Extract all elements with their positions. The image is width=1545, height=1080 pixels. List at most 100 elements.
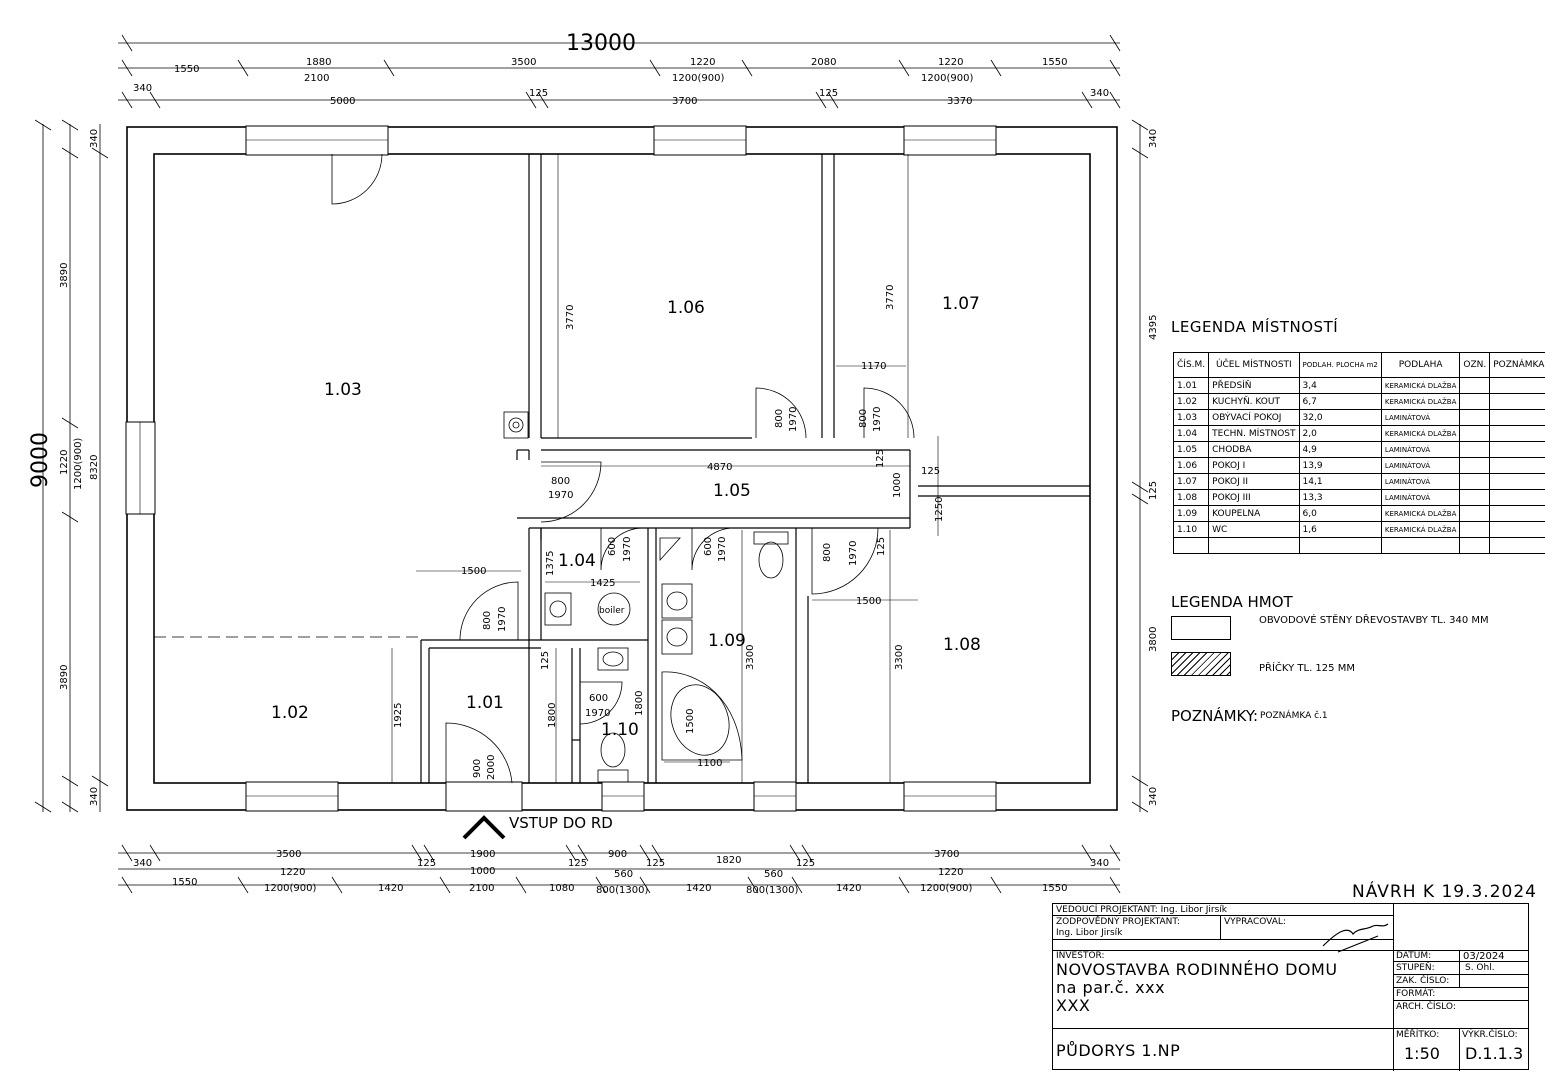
dim-bot-1820: 1820 <box>716 855 741 866</box>
interior-walls <box>420 154 1090 783</box>
dim-inner-1500b: 1500 <box>856 596 881 607</box>
dim-inner-1100: 1100 <box>697 758 722 769</box>
dim-inner-600a: 600 <box>607 537 618 556</box>
dim-top-1220b: 1220 <box>938 57 963 68</box>
table-cell <box>1459 377 1491 394</box>
table-cell <box>1459 489 1491 506</box>
dim-top-1220a: 1220 <box>690 57 715 68</box>
dim-inner-900: 900 <box>472 759 483 778</box>
dim-inner-1970b: 1970 <box>872 407 883 432</box>
table-cell <box>1489 377 1545 394</box>
table-cell <box>1489 457 1545 474</box>
table-cell: 3,4 <box>1298 377 1382 394</box>
dim-inner-800a: 800 <box>774 409 785 428</box>
dim-left-340b: 340 <box>89 787 100 806</box>
scale-label: MĚŘÍTKO: <box>1396 1030 1440 1040</box>
room-label-1-01: 1.01 <box>466 693 504 713</box>
table-cell <box>1489 425 1545 442</box>
table-cell: 2,0 <box>1298 425 1382 442</box>
table-cell: 1,6 <box>1298 521 1382 538</box>
floor-plan: 13000 9000 1550 1880 3500 1220 2080 1220… <box>28 31 1159 896</box>
table-cell: 6,7 <box>1298 393 1382 410</box>
drawn-by-label: VYPRACOVAL: <box>1224 917 1286 927</box>
project-line-2: na par.č. xxx <box>1056 978 1166 997</box>
drawing-number: D.1.1.3 <box>1465 1044 1524 1063</box>
dim-top-1880: 1880 <box>306 57 331 68</box>
dim-inner-1250: 1250 <box>934 497 945 522</box>
project-line-3: XXX <box>1056 996 1091 1015</box>
dim-bot-3700: 3700 <box>934 849 959 860</box>
notes-text: POZNÁMKA č.1 <box>1260 711 1328 721</box>
room-label-1-05: 1.05 <box>713 481 751 501</box>
table-cell: LAMINÁTOVÁ <box>1380 409 1461 426</box>
archive-label: ARCH. ČÍSLO: <box>1396 1002 1456 1012</box>
notes-title: POZNÁMKY: <box>1171 707 1259 725</box>
boiler-symbol <box>597 592 631 626</box>
room-legend-table: ČÍS.M. ÚČEL MÍSTNOSTI PODLAH. PLOCHA m2 … <box>1172 352 1545 554</box>
table-cell: TECHN. MÍSTNOST <box>1208 425 1300 442</box>
table-cell <box>1380 537 1461 554</box>
dim-inner-800c: 800 <box>551 476 570 487</box>
dim-right-3800: 3800 <box>1148 627 1159 652</box>
project-line-1: NOVOSTAVBA RODINNÉHO DOMU <box>1056 960 1338 979</box>
table-cell: 1.10 <box>1172 521 1210 538</box>
table-cell: LAMINÁTOVÁ <box>1380 473 1461 490</box>
windows <box>125 125 997 812</box>
dim-bot-125c: 125 <box>646 858 665 869</box>
dim-top-5000: 5000 <box>330 96 355 107</box>
boiler-label: boiler <box>599 606 625 616</box>
dim-inner-1500a: 1500 <box>461 566 486 577</box>
table-cell: LAMINÁTOVÁ <box>1380 457 1461 474</box>
dim-bot-1080: 1080 <box>549 883 574 894</box>
room-label-1-04: 1.04 <box>558 551 596 571</box>
table-cell: KOUPELNA <box>1208 505 1300 522</box>
dim-inner-4870: 4870 <box>707 462 732 473</box>
responsible-name: Ing. Libor Jirsík <box>1056 928 1123 938</box>
dim-bot-125a: 125 <box>417 858 436 869</box>
table-row <box>1172 537 1545 554</box>
dim-inner-125c: 125 <box>876 537 887 556</box>
dim-right-340b: 340 <box>1148 787 1159 806</box>
dim-bot-1220a: 1220 <box>280 867 305 878</box>
dim-bot-560b: 560 <box>764 869 783 880</box>
room-legend-title: LEGENDA MÍSTNOSTÍ <box>1171 318 1339 336</box>
dim-top-2080: 2080 <box>811 57 836 68</box>
room-label-1-08: 1.08 <box>943 635 981 655</box>
table-cell <box>1489 489 1545 506</box>
dimension-lines <box>34 34 1149 894</box>
col-header-note: POZNÁMKA <box>1489 352 1545 378</box>
table-cell: 1.04 <box>1172 425 1210 442</box>
table-header-row: ČÍS.M. ÚČEL MÍSTNOSTI PODLAH. PLOCHA m2 … <box>1172 352 1545 378</box>
dim-top-340b: 340 <box>1090 88 1109 99</box>
dim-inner-1925: 1925 <box>393 703 404 728</box>
dim-bot-340b: 340 <box>1090 858 1109 869</box>
scale-value: 1:50 <box>1404 1044 1440 1063</box>
exterior-wall-swatch <box>1171 616 1231 640</box>
room-label-1-10: 1.10 <box>601 720 639 740</box>
table-cell <box>1459 521 1491 538</box>
table-cell: OBÝVACÍ POKOJ <box>1208 409 1300 426</box>
dim-inner-1800b: 1800 <box>634 691 645 716</box>
dim-bot-1420c: 1420 <box>836 883 861 894</box>
title-block: VEDOUCÍ PROJEKTANT: Ing. Libor Jirsík ZO… <box>1052 903 1529 1071</box>
dim-bot-1550: 1550 <box>172 877 197 888</box>
table-cell <box>1208 537 1300 554</box>
table-cell: 1.03 <box>1172 409 1210 426</box>
format-label: FORMÁT: <box>1396 989 1436 999</box>
partition-label: PŘÍČKY TL. 125 MM <box>1259 663 1355 674</box>
table-cell: 13,3 <box>1298 489 1382 506</box>
table-cell: PŘEDSÍŇ <box>1208 377 1300 394</box>
table-cell <box>1489 409 1545 426</box>
table-cell: 1.01 <box>1172 377 1210 394</box>
dim-left-1220: 1220 <box>59 450 70 475</box>
dim-right-125: 125 <box>1148 481 1159 500</box>
dim-inner-1970f: 1970 <box>848 541 859 566</box>
dim-inner-125b: 125 <box>921 466 940 477</box>
table-cell <box>1172 537 1210 554</box>
dim-inner-1970d: 1970 <box>622 537 633 562</box>
